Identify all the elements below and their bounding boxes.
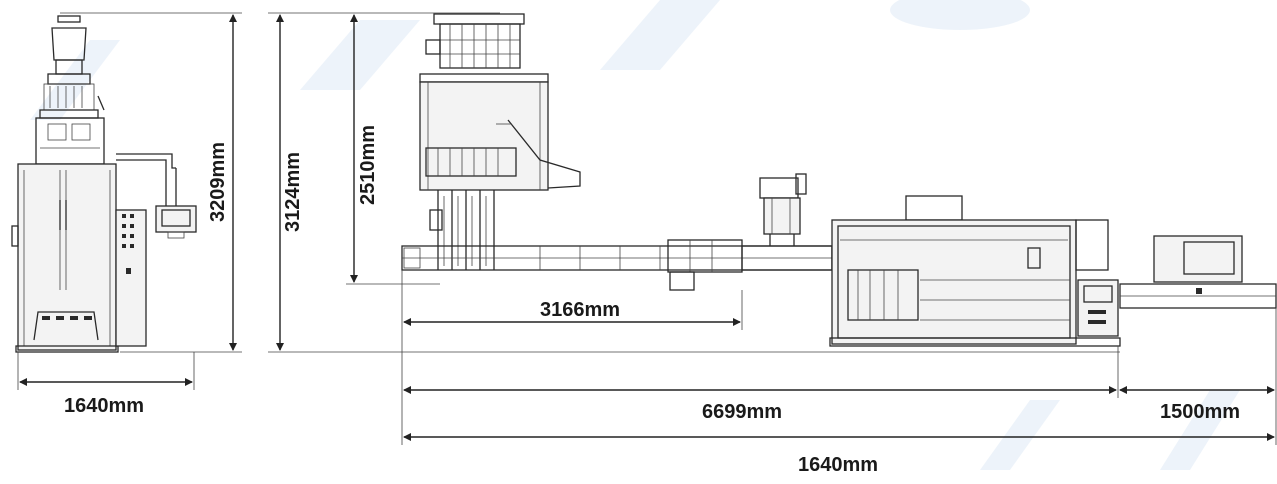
side-upper-height-label: 2510mm xyxy=(357,125,379,205)
front-view-machine xyxy=(11,15,197,353)
front-width-label: 1640mm xyxy=(64,395,144,417)
outfeed-length-label: 1500mm xyxy=(1160,401,1240,423)
main-length-label: 6699mm xyxy=(702,401,782,423)
overall-length-label: 1640mm xyxy=(798,454,878,476)
side-view-machine xyxy=(401,13,1277,347)
conveyor-length-label: 3166mm xyxy=(540,299,620,321)
dimension-lines xyxy=(17,12,1277,445)
side-total-height-label: 3124mm xyxy=(282,152,304,232)
front-height-label: 3209mm xyxy=(207,142,229,222)
